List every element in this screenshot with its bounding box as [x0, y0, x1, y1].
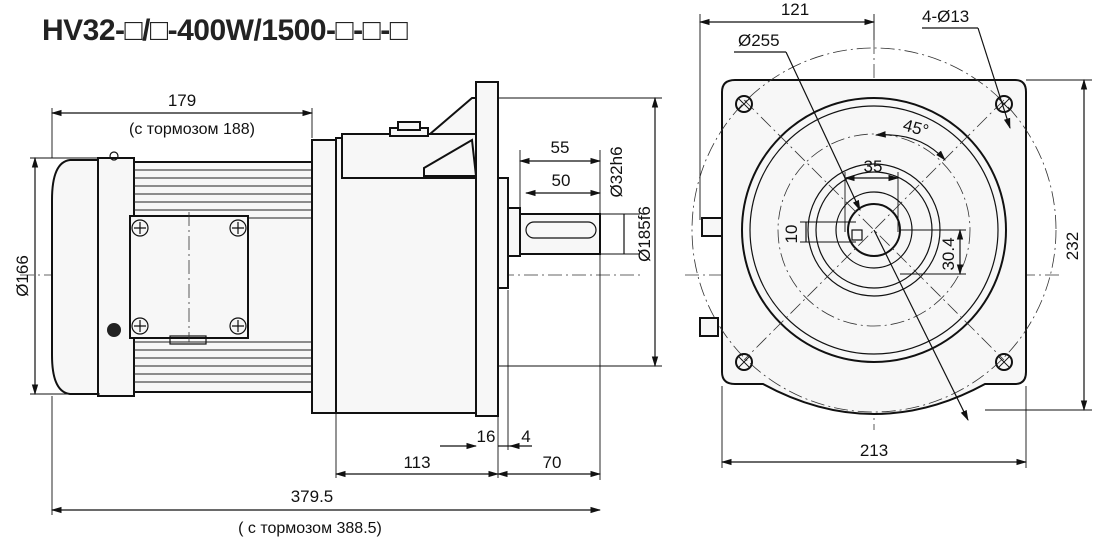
cooling-fins: [134, 169, 312, 383]
dim-55: 55: [551, 138, 570, 157]
side-boss: [701, 217, 723, 237]
shaft-collar: [507, 207, 521, 257]
output-shaft: [519, 213, 601, 255]
end-cap: [97, 157, 135, 397]
dim-379-5: 379.5: [291, 487, 334, 506]
gearbox-housing: [335, 137, 477, 414]
output-flange: [475, 81, 499, 417]
dim-179: 179: [168, 91, 196, 110]
dim-30-4: 30.4: [939, 237, 958, 270]
dim-232: 232: [1063, 232, 1082, 260]
upper-rib: [427, 97, 477, 135]
dim-185f6: Ø185f6: [635, 206, 654, 262]
dim-166: Ø166: [13, 255, 32, 297]
motor-flange: [311, 139, 337, 414]
shaft-key: [525, 221, 597, 239]
dim-4: 4: [521, 427, 530, 446]
pcd-255-circle: [691, 47, 1057, 413]
dim-113: 113: [403, 453, 430, 472]
dim-4x13: 4-Ø13: [922, 7, 969, 26]
terminal-screws: [131, 219, 247, 335]
dim-255: Ø255: [738, 31, 780, 50]
dim-379-5-brake-note: ( с тормозом 388.5): [238, 520, 382, 537]
dim-121: 121: [781, 0, 809, 19]
spigot: [497, 177, 509, 289]
grease-nipple-icon: [107, 323, 121, 337]
bolt-holes: [735, 95, 1013, 371]
fan-cover: [51, 159, 101, 395]
square-flange: [721, 79, 1027, 416]
dim-213: 213: [860, 441, 888, 460]
dim-16: 16: [477, 427, 496, 446]
dim-179-brake-note: (с тормозом 188): [129, 121, 255, 138]
side-view: 179 (с тормозом 188) Ø166 55 50 Ø32h6 Ø1…: [13, 81, 662, 537]
dim-35: 35: [864, 157, 883, 176]
front-view: 121 Ø255 4-Ø13 45° 35 10 30.4 232: [685, 0, 1092, 468]
dim-10: 10: [782, 225, 801, 244]
drawing-title: HV32-□/□-400W/1500-□-□-□: [42, 14, 408, 47]
dim-50: 50: [552, 171, 571, 190]
dim-70: 70: [543, 453, 562, 472]
dim-32h6: Ø32h6: [607, 146, 626, 197]
